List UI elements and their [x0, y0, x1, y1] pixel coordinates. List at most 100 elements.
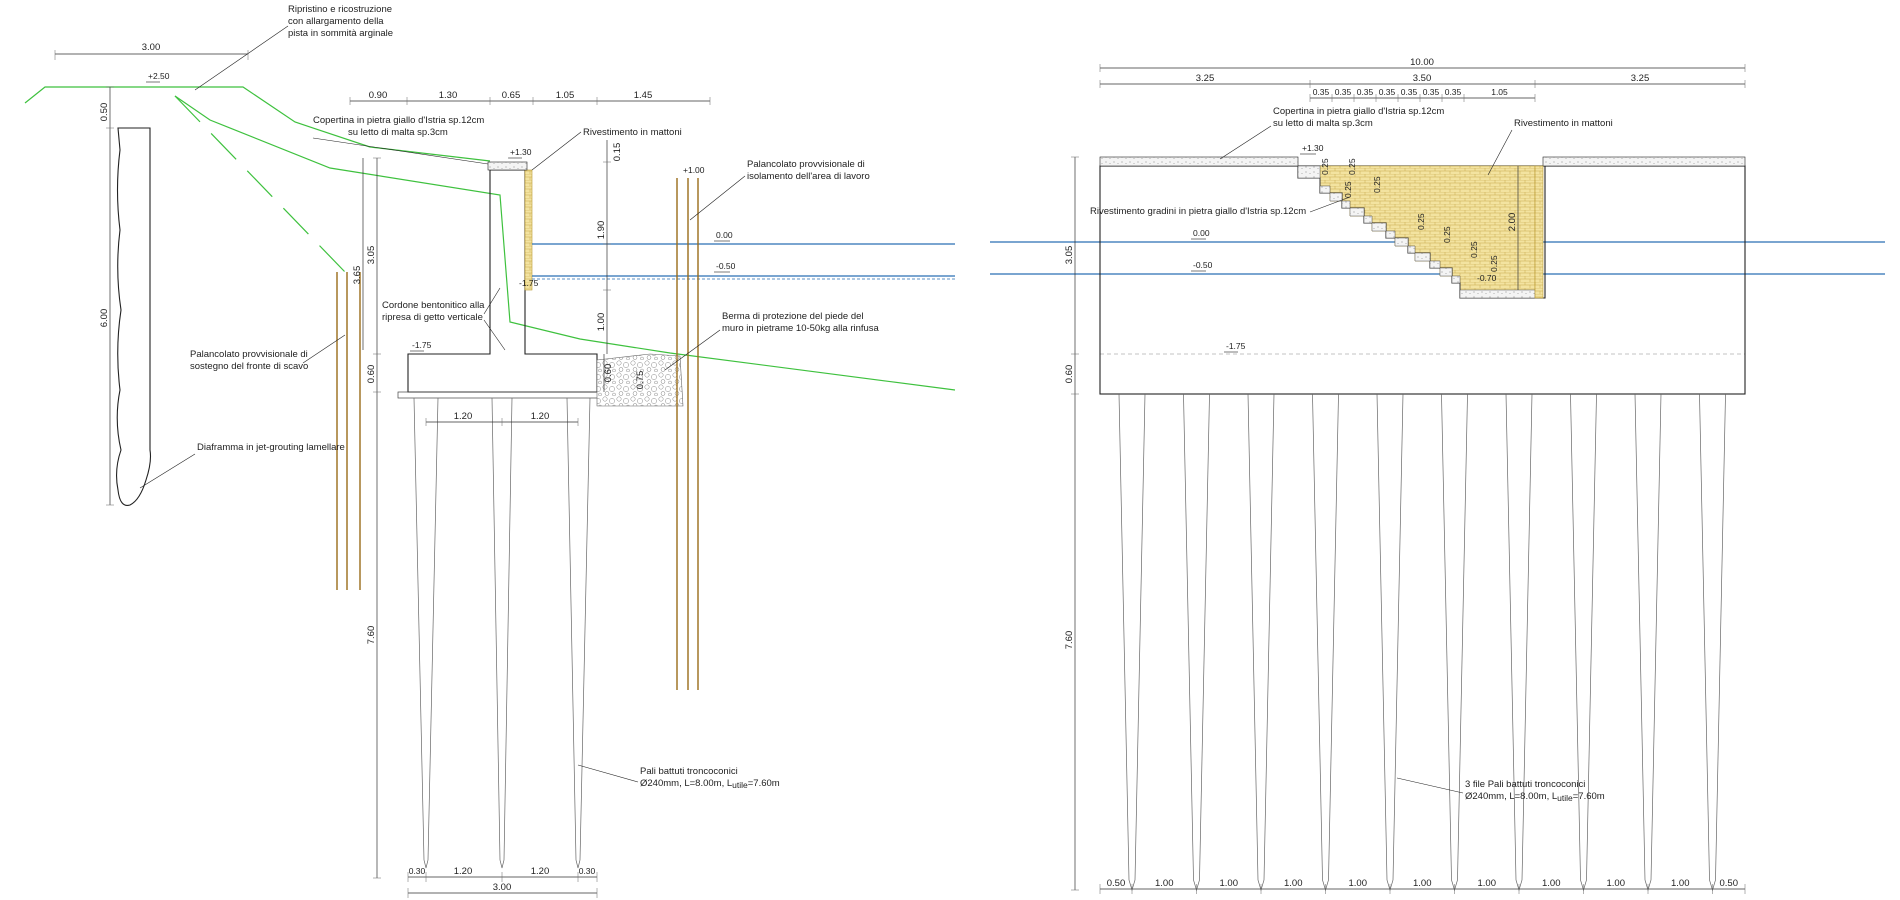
dim-text: 0.50 [1720, 878, 1739, 889]
svg-text:0.60: 0.60 [603, 364, 614, 383]
label-ripristino-2: con allargamento della [288, 16, 384, 27]
svg-text:+1.30: +1.30 [1302, 143, 1324, 153]
retaining-wall [407, 169, 598, 393]
label-palancolato-isolamento-2: isolamento dell'area di lavoro [747, 171, 870, 182]
label-palancolato-isolamento-1: Palancolato provvisionale di [747, 159, 865, 170]
dim-text: 1.00 [1220, 878, 1239, 889]
svg-text:0.65: 0.65 [502, 90, 521, 101]
svg-text:1.20: 1.20 [531, 866, 550, 877]
label-copertina-2: su letto di malta sp.3cm [348, 127, 448, 138]
label-right-copertina-1: Copertina in pietra giallo d'Istria sp.1… [1273, 106, 1444, 117]
dim-text: 0.35 [1423, 87, 1440, 97]
dim-text: 1.00 [1607, 878, 1626, 889]
svg-text:0.30: 0.30 [409, 866, 426, 876]
svg-text:0.25: 0.25 [1442, 226, 1452, 243]
pile-10 [1699, 393, 1726, 892]
label-berma-1: Berma di protezione del piede del [722, 311, 864, 322]
svg-text:0.60: 0.60 [366, 365, 377, 384]
svg-text:0.25: 0.25 [1320, 158, 1330, 175]
right-coping-right [1542, 156, 1746, 167]
label-right-pali-spec: Ø240mm, L=8.00m, Lutile=7.60m [1465, 791, 1605, 803]
right-levels: +1.30 0.00 -0.50 -1.75 -0.70 [1191, 143, 1497, 353]
svg-text:+2.50: +2.50 [148, 71, 170, 81]
pile-8 [1570, 393, 1597, 892]
svg-text:7.60: 7.60 [1064, 631, 1075, 650]
svg-text:-1.75: -1.75 [1226, 341, 1246, 351]
sheet-pile-support [336, 272, 361, 590]
pile-9 [1634, 393, 1662, 892]
label-gradini: Rivestimento gradini in pietra giallo d'… [1090, 206, 1306, 217]
svg-text:0.25: 0.25 [1469, 241, 1479, 258]
label-right-copertina-2: su letto di malta sp.3cm [1273, 118, 1373, 129]
left-vertical-dims: 0.50 6.00 3.65 3.05 0.60 7.60 0.15 1.90 … [99, 86, 646, 879]
svg-text:+1.30: +1.30 [510, 147, 532, 157]
dim-text: 1.05 [1491, 87, 1508, 97]
dim-text: 1.00 [1542, 878, 1561, 889]
label-cordone-2: ripresa di getto verticale [382, 312, 483, 323]
dim-text: 0.35 [1401, 87, 1418, 97]
dim-text: 1.00 [1284, 878, 1303, 889]
svg-text:3.05: 3.05 [1064, 246, 1075, 265]
left-top-dims: 3.00 0.90 1.30 0.65 1.05 1.45 [54, 42, 711, 105]
svg-text:1.20: 1.20 [531, 411, 550, 422]
label-pali-spec: Ø240mm, L=8.00m, Lutile=7.60m [640, 778, 780, 790]
svg-text:1.20: 1.20 [454, 411, 473, 422]
dim-text: 3.00 [142, 42, 161, 53]
svg-text:-0.50: -0.50 [716, 261, 736, 271]
sheet-pile-isolation [676, 178, 699, 690]
svg-text:-0.50: -0.50 [1193, 260, 1213, 270]
svg-text:10.00: 10.00 [1410, 57, 1434, 68]
dim-text: 0.35 [1357, 87, 1374, 97]
label-ripristino-1: Ripristino e ricostruzione [288, 4, 392, 15]
svg-text:-1.75: -1.75 [519, 278, 539, 288]
ground-profile-lower [174, 95, 956, 391]
dim-text: 0.35 [1445, 87, 1462, 97]
dim-text: 0.35 [1313, 87, 1330, 97]
svg-text:0.75: 0.75 [635, 371, 646, 390]
left-bottom-dims: 0.30 1.20 1.20 0.30 3.00 1.20 1.20 [407, 411, 598, 898]
pile-3 [1247, 393, 1275, 892]
pile-5 [1376, 393, 1404, 892]
left-levels: +2.50 +1.30 +1.00 0.00 -0.50 -1.75 -1.75 [146, 71, 736, 352]
label-diaframma: Diaframma in jet-grouting lamellare [197, 442, 345, 453]
jet-grouting-diaphragm [115, 127, 152, 506]
label-right-pali-title: 3 file Pali battuti troncoconici [1465, 779, 1585, 790]
svg-text:+1.00: +1.00 [683, 165, 705, 175]
svg-text:0.25: 0.25 [1343, 181, 1353, 198]
label-palancolato-sostegno-1: Palancolato provvisionale di [190, 349, 308, 360]
svg-text:1.00: 1.00 [596, 313, 607, 332]
label-copertina-1: Copertina in pietra giallo d'Istria sp.1… [313, 115, 484, 126]
svg-text:1.05: 1.05 [556, 90, 575, 101]
svg-text:0.25: 0.25 [1372, 176, 1382, 193]
dim-text: 1.00 [1671, 878, 1690, 889]
excavation-line [174, 95, 346, 273]
stone-berm [596, 353, 684, 407]
svg-text:0.00: 0.00 [716, 230, 733, 240]
right-coping-left [1099, 156, 1299, 167]
svg-text:0.25: 0.25 [1489, 255, 1499, 272]
svg-text:0.25: 0.25 [1347, 158, 1357, 175]
dim-text: 1.00 [1349, 878, 1368, 889]
right-piles [1118, 393, 1726, 892]
pile-1 [1118, 393, 1146, 892]
label-pali-title: Pali battuti troncoconici [640, 766, 738, 777]
dim-text: 0.50 [1107, 878, 1126, 889]
dim-text: 0.35 [1379, 87, 1396, 97]
pile-4 [1312, 393, 1339, 892]
right-annotations: Copertina in pietra giallo d'Istria sp.1… [1090, 106, 1613, 803]
svg-text:0.50: 0.50 [99, 103, 110, 122]
pile-6 [1441, 393, 1468, 892]
svg-text:1.30: 1.30 [439, 90, 458, 101]
dim-text: 0.35 [1335, 87, 1352, 97]
svg-text:0.60: 0.60 [1064, 365, 1075, 384]
svg-text:3.50: 3.50 [1413, 73, 1432, 84]
svg-text:3.00: 3.00 [493, 882, 512, 893]
svg-text:6.00: 6.00 [99, 309, 110, 328]
svg-text:0.15: 0.15 [612, 143, 623, 162]
svg-text:-0.70: -0.70 [1477, 273, 1497, 283]
svg-text:0.25: 0.25 [1416, 213, 1426, 230]
svg-text:3.25: 3.25 [1631, 73, 1650, 84]
